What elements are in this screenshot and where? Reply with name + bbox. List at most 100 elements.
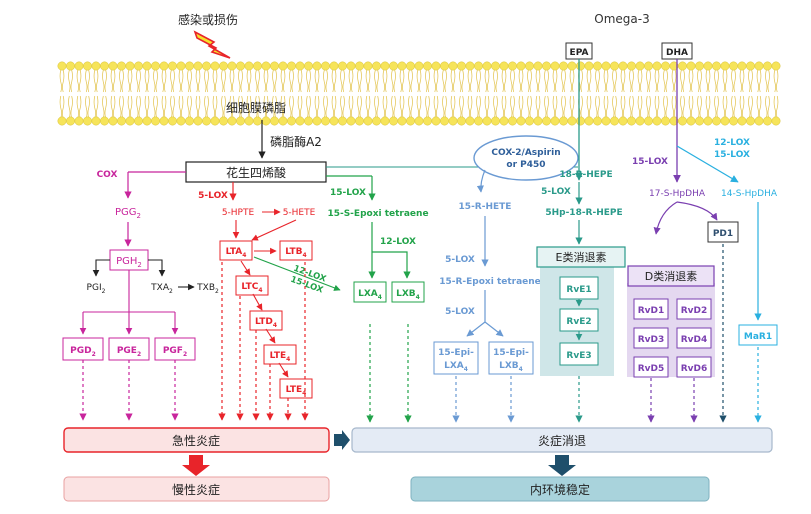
lipid-tail (637, 69, 640, 93)
lxb4-sub: 4 (416, 294, 420, 301)
lipid-tail (671, 95, 674, 119)
lipid-tail (365, 95, 368, 119)
lipid-tail (461, 95, 464, 119)
lipid-head (304, 61, 313, 71)
lox15-branch: 15-LOX 15-S-Epoxi tetraene 12-LOX LXA4 L… (326, 175, 429, 423)
lipid-tail (408, 95, 411, 119)
lipid-head (100, 116, 109, 126)
lipid-tail (487, 95, 490, 119)
lxb4-box (391, 281, 425, 303)
lipid-tail (714, 95, 717, 119)
lipid-head (550, 116, 560, 126)
lt-main: LTA (226, 247, 243, 257)
lipid-tail (544, 69, 547, 93)
lipid-head (338, 116, 347, 126)
lipid-head (635, 116, 645, 126)
lipid-tail (221, 69, 224, 93)
lipid-head (533, 61, 543, 71)
lipid-head (244, 116, 254, 126)
lipid-head (108, 61, 118, 71)
lipid-tail (487, 69, 490, 93)
lipid-head (151, 116, 160, 126)
lipid-tail (648, 69, 651, 93)
lipid-tail (691, 95, 694, 119)
cox2-label-1: COX-2/Aspirin (491, 148, 560, 158)
lipid-tail (130, 69, 133, 93)
lipid-tail (776, 69, 779, 93)
lipid-tail (297, 95, 300, 119)
lipid-tail (263, 69, 266, 93)
lt-label: LTE4 (270, 351, 291, 363)
lox5-enzyme-label: 5-LOX (198, 191, 228, 201)
lipid-head (491, 61, 500, 71)
lipid-tail (153, 69, 156, 93)
lipid-tail (170, 69, 173, 93)
lipid-head (321, 116, 330, 126)
lxa4-label: LXA4 (358, 289, 382, 301)
lipid-head (363, 61, 373, 71)
lipid-tail (535, 95, 538, 119)
lipid-tail (102, 69, 105, 93)
pgg2-label: PGG2 (115, 207, 141, 220)
lt-main: LTE (286, 385, 303, 395)
lipid-tail (110, 95, 113, 119)
lipid-tail (306, 95, 309, 119)
lipid-tail (187, 95, 190, 119)
lipid-head (414, 61, 424, 71)
lipid-tail (119, 95, 122, 119)
lipid-head (287, 61, 296, 71)
lipid-tail (68, 69, 71, 93)
17s-to-d-resolvin-arrow (653, 201, 678, 235)
lipid-tail (450, 95, 453, 119)
lipid-head (142, 116, 152, 126)
lt-sub: 4 (273, 322, 277, 329)
lipid-head (389, 116, 398, 126)
lipid-tail (467, 69, 470, 93)
lipid-tail (722, 69, 725, 93)
lipid-tail (323, 95, 326, 119)
lipid-tail (597, 69, 600, 93)
lipid-tail (555, 95, 558, 119)
lipid-tail (708, 95, 711, 119)
lipid-head (253, 116, 262, 126)
lt-box (279, 240, 313, 261)
lipid-tail (238, 95, 241, 119)
lipid-head (482, 116, 492, 126)
lipid-tail (484, 69, 487, 93)
lt-sub: 4 (242, 252, 246, 259)
lipid-tail (399, 95, 402, 119)
lipid-tail (314, 69, 317, 93)
lipid-tail (340, 95, 343, 119)
lipid-tail (206, 69, 209, 93)
dha-lox15-label: 15-LOX (632, 157, 668, 167)
lipid-head (202, 116, 211, 126)
lipid-tail (308, 69, 311, 93)
lipid-tail (144, 69, 147, 93)
lipid-tail (478, 95, 481, 119)
lipid-head (91, 116, 101, 126)
lipid-head (516, 61, 526, 71)
lipid-tail (425, 69, 428, 93)
pla2-label: 磷脂酶A2 (270, 134, 322, 149)
lipid-tail (538, 95, 541, 119)
lipid-tail (512, 95, 515, 119)
lipid-head (278, 116, 288, 126)
lipid-head (363, 116, 373, 126)
lipid-head (159, 61, 169, 71)
lipid-tail (561, 95, 564, 119)
lipid-tail (257, 95, 260, 119)
lipid-head (312, 116, 322, 126)
lipid-head (57, 61, 67, 71)
lipid-tail (425, 95, 428, 119)
lipid-head (100, 61, 109, 71)
lipid-head (618, 116, 628, 126)
lipid-tail (153, 95, 156, 119)
epi-lxa4-box (433, 341, 479, 375)
lipid-tail (331, 69, 334, 93)
lipid-tail (470, 69, 473, 93)
lipid-head (142, 61, 152, 71)
r-hete-label: 15-R-HETE (459, 202, 512, 212)
lipid-head (406, 61, 415, 71)
lipid-head (542, 116, 551, 126)
